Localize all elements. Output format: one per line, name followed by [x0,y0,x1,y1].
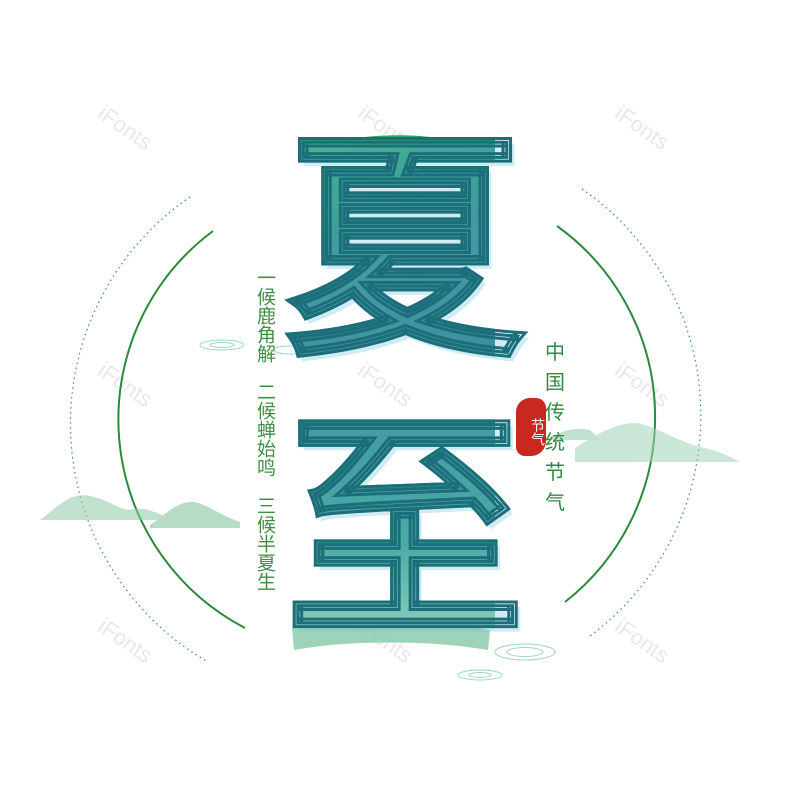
poem-column-2: 二候蝉始鸣 [254,382,276,477]
poem-column-1: 一候鹿角解 [254,268,276,363]
poem-column-3: 三候半夏生 [254,496,276,591]
left-mountains [40,495,240,528]
title-char-xia: 夏 [284,110,527,390]
red-seal-stamp: 节气 [516,398,546,456]
left-arc [117,230,246,629]
trad-char: 气 [545,490,565,514]
right-mountains [548,423,740,462]
title-char-zhi: 至 [284,390,527,670]
trad-char: 统 [545,430,565,454]
ripples-right [457,643,556,681]
traditional-festival-text: 中 国 传 统 节 气 [543,340,567,514]
brush-stroke [312,135,480,160]
trad-char: 节 [545,460,565,484]
right-dotted-arc [581,188,702,637]
trad-char: 国 [545,370,565,394]
trad-char: 传 [545,400,565,424]
brush-stroke [292,620,490,650]
trad-char: 中 [545,340,565,364]
right-arc [556,225,657,603]
left-dotted-arc [69,196,209,663]
ripples-left [199,339,307,355]
